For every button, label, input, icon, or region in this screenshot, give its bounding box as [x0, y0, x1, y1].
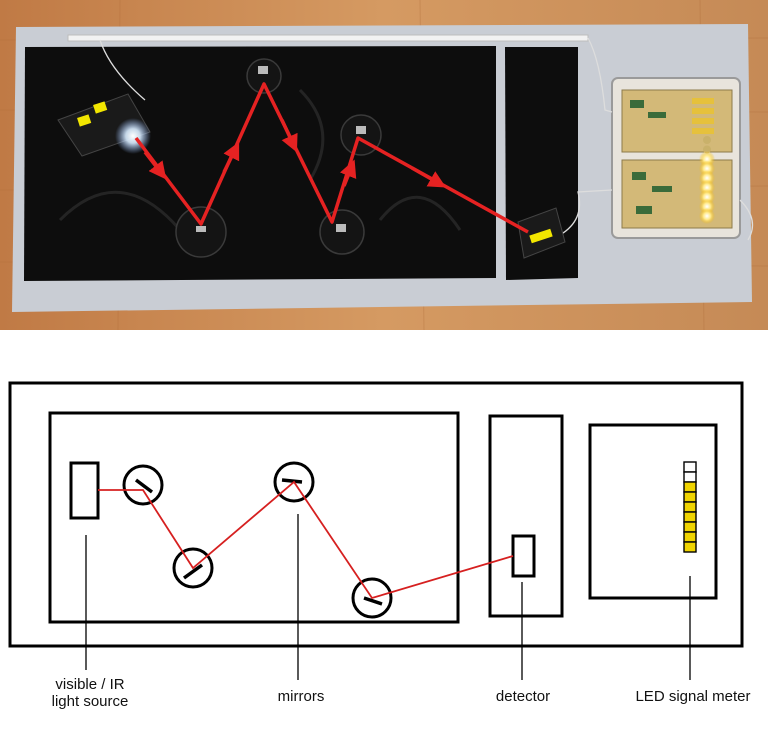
top-rail — [67, 34, 589, 42]
pointer-lines — [85, 514, 691, 680]
led-segment-lit — [683, 541, 697, 553]
optics-board — [24, 46, 496, 281]
schematic-meter-box — [588, 423, 718, 600]
photo-led-column — [699, 136, 715, 224]
led-segment-lit — [683, 531, 697, 543]
led-segment-off — [683, 471, 697, 483]
led-segment-lit — [683, 511, 697, 523]
schematic-led-meter — [683, 461, 697, 553]
schematic-light-source — [69, 461, 100, 520]
photo-detector — [517, 207, 566, 259]
schematic-beam — [98, 480, 514, 600]
schematic-diagram — [8, 381, 744, 680]
led-segment-lit — [683, 501, 697, 513]
setup-photo — [0, 0, 768, 330]
led-segment-lit — [683, 481, 697, 493]
schematic-detector-board — [488, 414, 564, 618]
led-segment-lit — [683, 521, 697, 533]
led-segment-lit — [683, 491, 697, 503]
schematic-mirror-1 — [122, 464, 164, 506]
mirrors-label: mirrors — [277, 688, 325, 705]
photo-led-lit — [699, 208, 715, 224]
schematic-detector — [511, 534, 536, 578]
photo-beam — [134, 82, 529, 234]
led-meter-label: LED signal meter — [635, 688, 751, 705]
light-source-label: visible / IR light source — [30, 676, 150, 710]
light-source-label-line-2: light source — [51, 693, 129, 710]
schematic-optics-board — [48, 411, 460, 624]
schematic-baseboard — [8, 381, 744, 648]
led-segment-off — [683, 461, 697, 473]
light-source-label-line-1: visible / IR — [55, 676, 125, 693]
detector-label: detector — [495, 688, 551, 705]
photo-led-off — [703, 136, 711, 144]
